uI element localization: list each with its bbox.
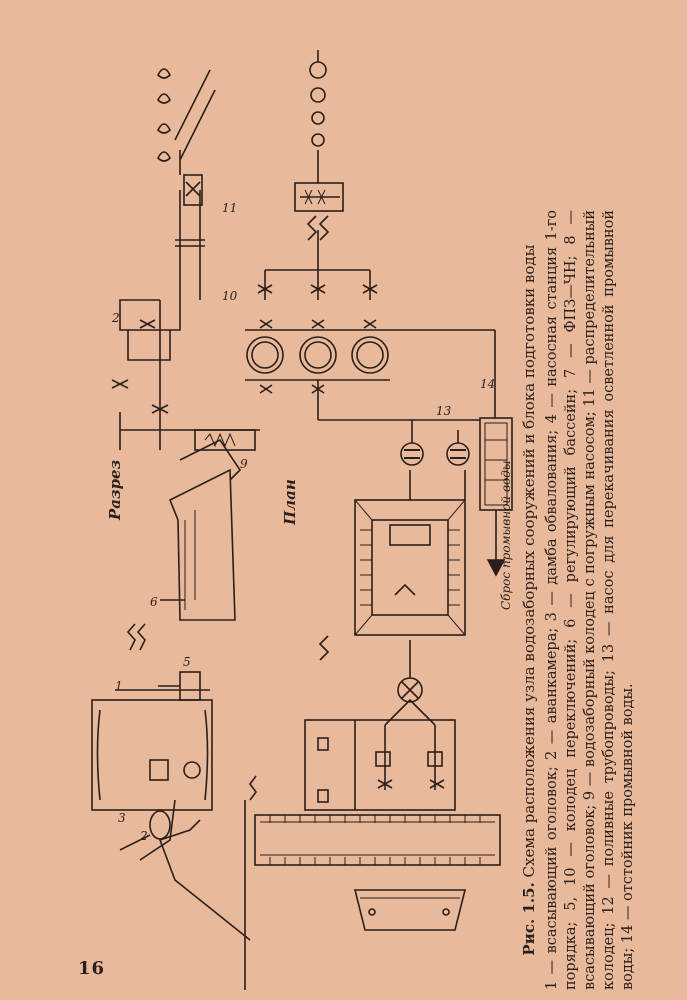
label-10: 10 xyxy=(222,289,238,303)
page-number: 16 xyxy=(78,958,106,979)
label-5: 5 xyxy=(183,655,191,669)
label-11: 11 xyxy=(222,201,237,215)
label-9: 9 xyxy=(240,457,248,471)
distribution-chamber xyxy=(183,174,203,206)
label-14: 14 xyxy=(480,377,495,391)
dam-symbol xyxy=(149,810,171,840)
label-2: 2 xyxy=(139,829,148,843)
tank-block xyxy=(254,814,501,866)
wash-discharge-label: Сброс промывной воды xyxy=(499,460,513,610)
label-1: 1 xyxy=(115,679,123,693)
pump-13a xyxy=(400,442,424,466)
filter-1 xyxy=(246,336,284,374)
label-3: 3 xyxy=(118,811,126,825)
section-title: Разрез xyxy=(106,460,124,521)
dam-embankment xyxy=(119,799,176,861)
figure-caption: Рис. 1.5. Схема расположения узла водоза… xyxy=(520,210,638,990)
settling-tray xyxy=(353,889,467,931)
pump-station-building xyxy=(91,699,213,811)
label-2b: 2 xyxy=(111,311,120,325)
switch-chamber-5 xyxy=(179,671,201,701)
pump-house-plan xyxy=(304,719,456,811)
regulating-basin xyxy=(168,468,236,621)
figure-label: Рис. 1.5. xyxy=(520,882,538,956)
label-13: 13 xyxy=(436,404,452,418)
pump-13b xyxy=(446,442,470,466)
filter-2 xyxy=(299,336,337,374)
filter-3 xyxy=(351,336,389,374)
caption-title: Рис. 1.5. Схема расположения узла водоза… xyxy=(520,210,539,990)
label-6: 6 xyxy=(150,595,158,609)
intake-9 xyxy=(127,330,171,361)
plan-title: План xyxy=(281,479,299,526)
intake-heads xyxy=(157,68,171,162)
distribution-chamber-plan xyxy=(294,182,344,212)
river-bank xyxy=(158,819,251,941)
caption-legend: 1 — всасывающий оголовок; 2 — аванкамера… xyxy=(544,210,636,990)
caption-title-text: Схема расположения узла водозаборных соо… xyxy=(520,244,538,878)
